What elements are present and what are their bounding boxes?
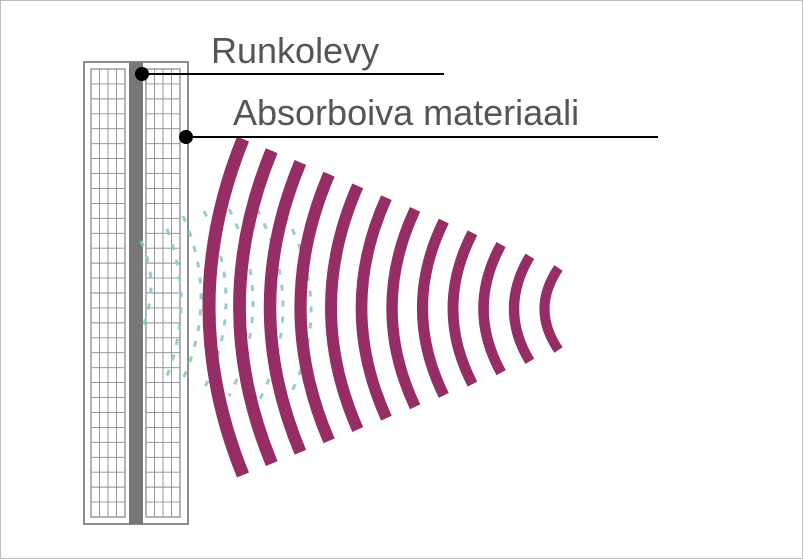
frame-panel [129,62,143,524]
sound-wave-arc [478,242,506,376]
sound-wave-arc [233,148,278,467]
incident-sound-waves [202,136,563,478]
sound-wave-arc [325,183,364,432]
sound-wave-arc [202,136,250,478]
sound-wave-arc [263,160,307,455]
reflected-wave-arc [181,215,203,380]
sound-wave-arc [416,218,449,398]
sound-wave-arc [386,206,421,410]
reflected-wave-arc [227,208,255,397]
reflected-waves [139,208,313,406]
reflected-wave-arc [283,214,313,406]
absorbing-material-label: Absorboiva materiaali [233,92,580,133]
absorbing-panel-left [90,68,126,518]
reflected-wave-arc [165,228,183,377]
absorbing-material-pointer [179,130,658,144]
reflected-wave-arc [255,208,285,406]
sound-wave-arc [294,171,335,444]
frame-panel-pointer [135,67,444,81]
sound-wave-arc [508,253,535,365]
sound-wave-arc [447,230,478,387]
reflected-wave-arc [139,240,153,332]
absorbing-panel-right [145,68,181,518]
frame-panel-label: Runkolevy [211,30,380,71]
sound-wave-arc [539,265,563,353]
sound-wave-arc [355,195,392,421]
